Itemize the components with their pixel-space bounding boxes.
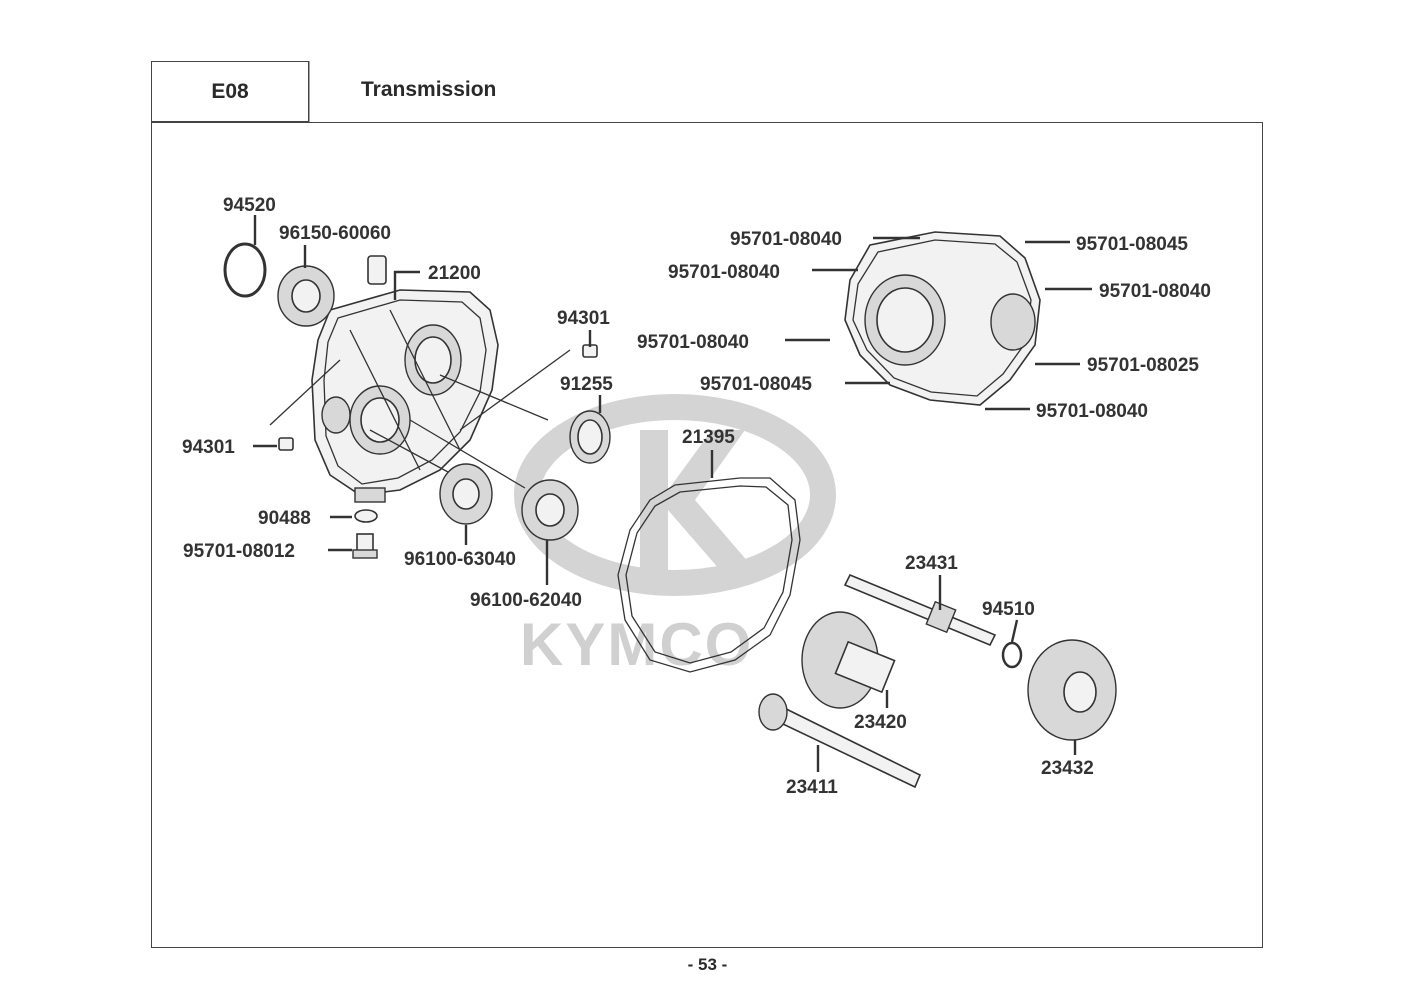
label-23432: 23432 xyxy=(1041,758,1094,779)
label-cover-bolt-5: 95701-08040 xyxy=(637,332,749,353)
label-23420: 23420 xyxy=(854,712,907,733)
label-91255: 91255 xyxy=(560,374,613,395)
gear-23420 xyxy=(801,611,896,709)
label-cover-bolt-3: 95701-08040 xyxy=(668,262,780,283)
label-cover-bolt-6: 95701-08025 xyxy=(1087,355,1199,376)
label-96100-63040: 96100-63040 xyxy=(404,549,516,570)
gear-23432 xyxy=(1027,639,1117,741)
oil-seal-91255 xyxy=(569,410,611,464)
drive-shaft-23411 xyxy=(758,693,922,789)
label-23411: 23411 xyxy=(786,777,838,798)
label-21395: 21395 xyxy=(682,427,735,448)
leader-lines xyxy=(253,215,1092,772)
label-cover-bolt-4: 95701-08040 xyxy=(1099,281,1211,302)
dowel-pin-94301-b xyxy=(278,437,294,451)
transmission-cover xyxy=(844,231,1041,406)
label-cover-bolt-7: 95701-08045 xyxy=(700,374,812,395)
label-cover-bolt-1: 95701-08040 xyxy=(730,229,842,250)
label-96100-62040: 96100-62040 xyxy=(470,590,582,611)
circlip-94520 xyxy=(223,242,267,298)
label-90488: 90488 xyxy=(258,508,311,529)
bearing-96100-63040 xyxy=(439,463,493,525)
section-title: Transmission xyxy=(361,78,497,101)
shaft-23431 xyxy=(843,573,997,647)
washer-90488 xyxy=(354,509,378,523)
gasket-21395 xyxy=(617,477,801,673)
page-number: - 53 - xyxy=(687,955,728,974)
label-96150-60060: 96150-60060 xyxy=(279,223,391,244)
label-94301-b: 94301 xyxy=(182,437,235,458)
breather-21200 xyxy=(367,255,387,285)
label-21200: 21200 xyxy=(428,263,481,284)
drain-bolt-95701-08012 xyxy=(352,533,378,559)
bearing-96100-62040 xyxy=(521,479,579,541)
label-cover-bolt-8: 95701-08040 xyxy=(1036,401,1148,422)
label-95701-08012: 95701-08012 xyxy=(183,541,295,562)
label-cover-bolt-2: 95701-08045 xyxy=(1076,234,1188,255)
diagram-frame xyxy=(151,122,1263,948)
circlip-94510 xyxy=(1001,641,1023,669)
label-94301-a: 94301 xyxy=(557,308,610,329)
label-94510: 94510 xyxy=(982,599,1035,620)
label-94520: 94520 xyxy=(223,195,276,216)
kymco-watermark: KYMCO xyxy=(514,394,836,678)
part-labels: 94520 96150-60060 21200 94301 91255 9430… xyxy=(182,195,1211,798)
label-23431: 23431 xyxy=(905,553,958,574)
watermark-text: KYMCO xyxy=(520,611,753,678)
bearing-96150-60060 xyxy=(277,265,335,327)
